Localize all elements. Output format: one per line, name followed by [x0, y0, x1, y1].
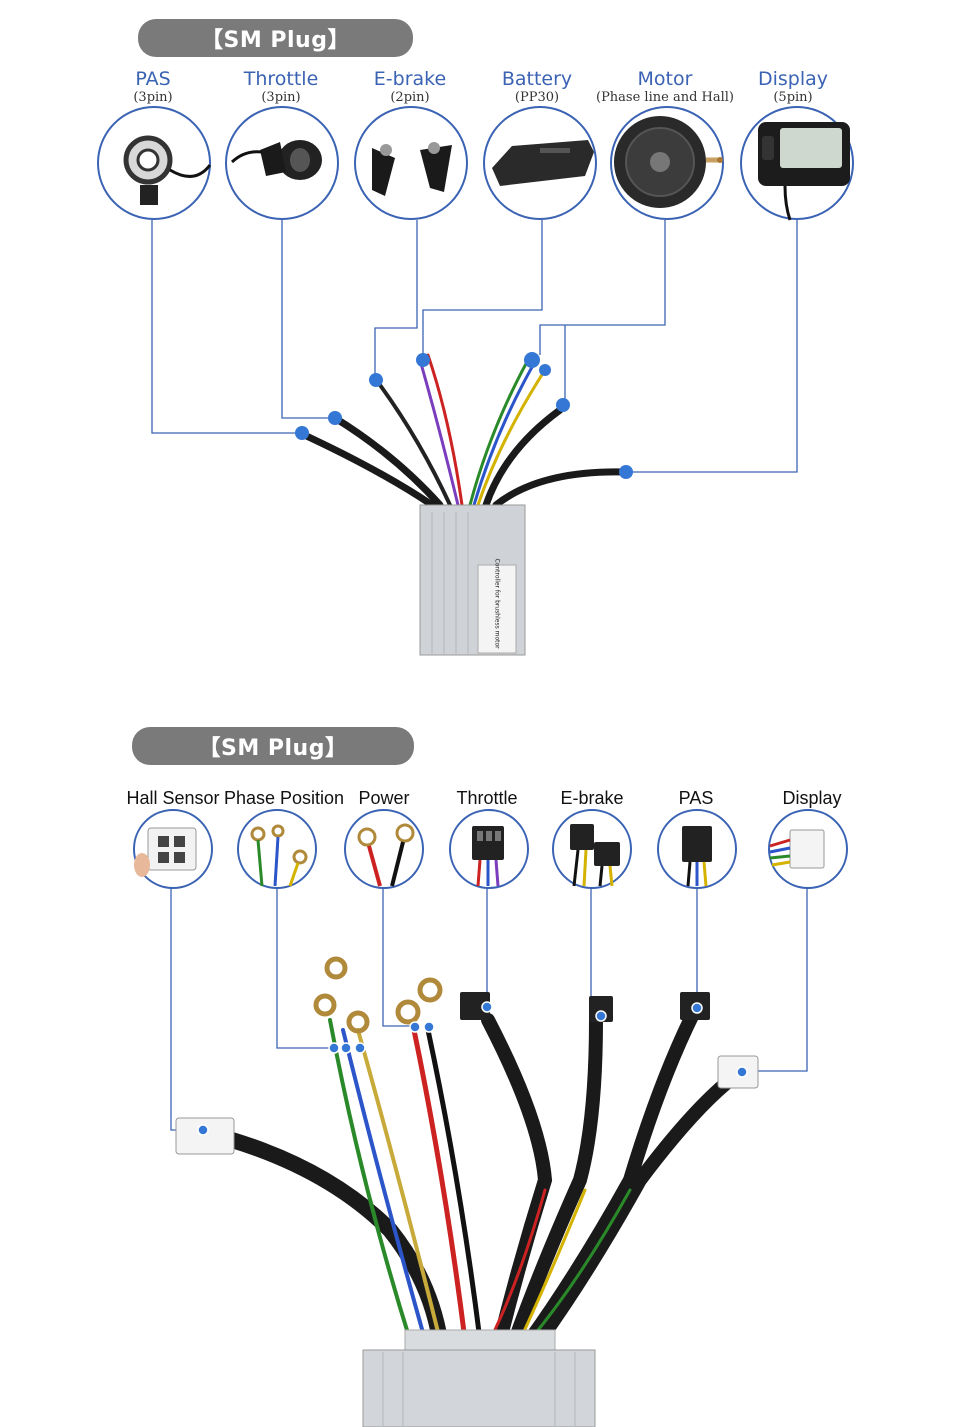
section-heading: 【SM Plug】 — [132, 727, 414, 765]
wiring-diagram-top: 【SM Plug】 PAS (3pin) Throttle (3pin) E-b… — [0, 0, 960, 680]
component-label-pas: PAS — [678, 788, 714, 808]
controller-box-top — [419, 504, 526, 656]
component-label-ebrake: E-brake (2pin) — [373, 68, 447, 105]
wiring-art-bottom — [133, 809, 848, 1427]
throttle-connector-icon — [449, 809, 529, 889]
component-label-power: Power — [358, 788, 410, 808]
lcd-display-icon — [740, 106, 854, 221]
component-label-motor: Motor (Phase line and Hall) — [595, 68, 735, 105]
battery-pack-icon — [483, 106, 597, 220]
pas-sensor-icon — [97, 106, 212, 220]
component-label-pas: PAS (3pin) — [133, 68, 173, 105]
component-label-throttle: Throttle — [456, 788, 518, 808]
wiring-diagram-bottom: 【SM Plug】 Hall Sensor Phase Position Pow… — [0, 700, 960, 1427]
component-label-battery: Battery (PP30) — [501, 68, 573, 105]
controller-label: Controller for brushless motor — [493, 558, 501, 649]
component-label-hall-sensor: Hall Sensor — [126, 788, 220, 808]
component-label-phase-position: Phase Position — [223, 788, 345, 808]
wiring-art-top — [97, 106, 854, 656]
component-label-throttle: Throttle (3pin) — [243, 68, 319, 105]
hall-connector-icon — [133, 809, 213, 889]
controller-box-bottom — [362, 1329, 596, 1427]
pas-connector-icon — [657, 809, 737, 889]
ebrake-connector-icon — [552, 809, 632, 889]
display-connector-icon — [768, 809, 848, 889]
section-heading: 【SM Plug】 — [138, 19, 413, 57]
component-label-display: Display — [782, 788, 842, 808]
power-terminals-icon — [344, 809, 424, 889]
thumb-throttle-icon — [225, 106, 339, 220]
component-label-ebrake: E-brake — [560, 788, 624, 808]
brake-lever-icon — [354, 106, 468, 220]
component-label-display: Display (5pin) — [757, 68, 829, 105]
hub-motor-icon — [610, 106, 724, 220]
phase-terminals-icon — [237, 809, 317, 889]
